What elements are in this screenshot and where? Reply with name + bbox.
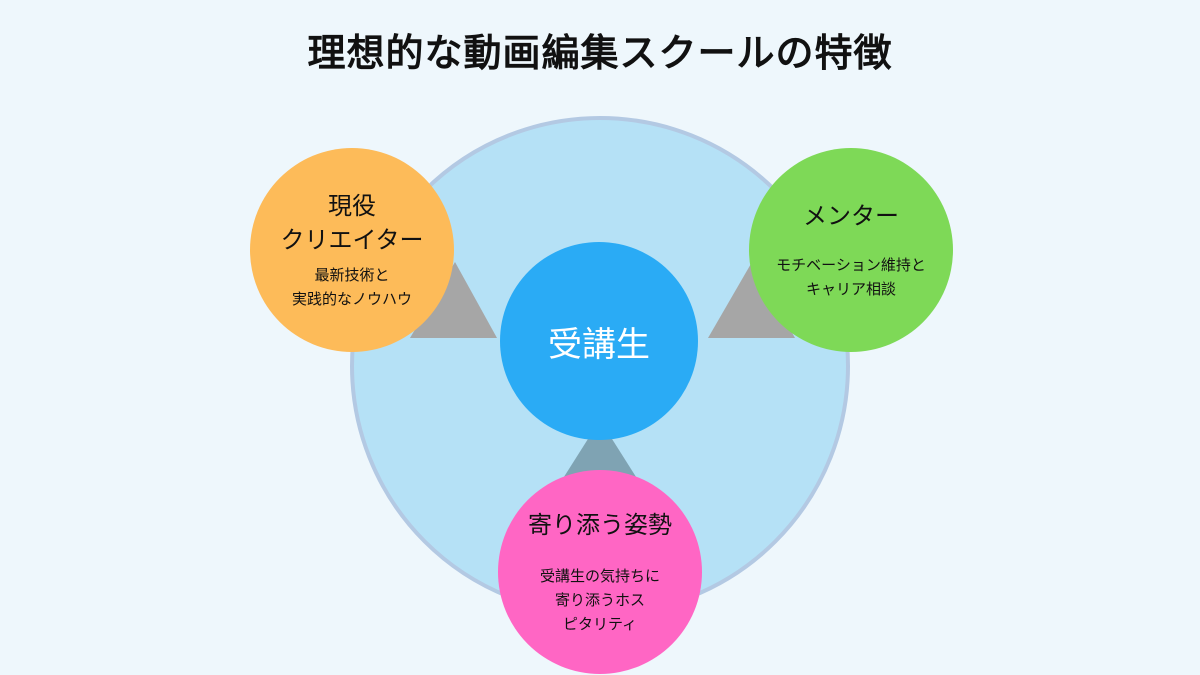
arrow-bottom bbox=[562, 420, 638, 480]
node-desc: 最新技術と bbox=[314, 266, 390, 284]
diagram-title: 理想的な動画編集スクールの特徴 bbox=[307, 31, 893, 75]
node-desc: ピタリティ bbox=[562, 615, 638, 633]
node-creator: 現役 クリエイター 最新技術と 実践的なノウハウ bbox=[250, 148, 454, 352]
center-label: 受講生 bbox=[548, 324, 650, 365]
node-heading: 寄り添う姿勢 bbox=[528, 511, 672, 539]
node-heading: 現役 bbox=[328, 192, 376, 220]
node-desc: モチベーション維持と bbox=[776, 256, 926, 274]
node-desc: キャリア相談 bbox=[805, 280, 896, 298]
node-heading: クリエイター bbox=[280, 226, 424, 254]
center-node-student: 受講生 bbox=[500, 242, 698, 440]
node-heading: メンター bbox=[803, 202, 899, 230]
arrow-left bbox=[410, 262, 497, 338]
node-desc: 実践的なノウハウ bbox=[291, 290, 412, 308]
node-mentor: メンター モチベーション維持と キャリア相談 bbox=[749, 148, 953, 352]
node-desc: 受講生の気持ちに bbox=[539, 567, 660, 585]
node-desc: 寄り添うホス bbox=[554, 591, 645, 609]
arrow-right bbox=[708, 262, 795, 338]
node-attitude: 寄り添う姿勢 受講生の気持ちに 寄り添うホス ピタリティ bbox=[498, 470, 702, 674]
